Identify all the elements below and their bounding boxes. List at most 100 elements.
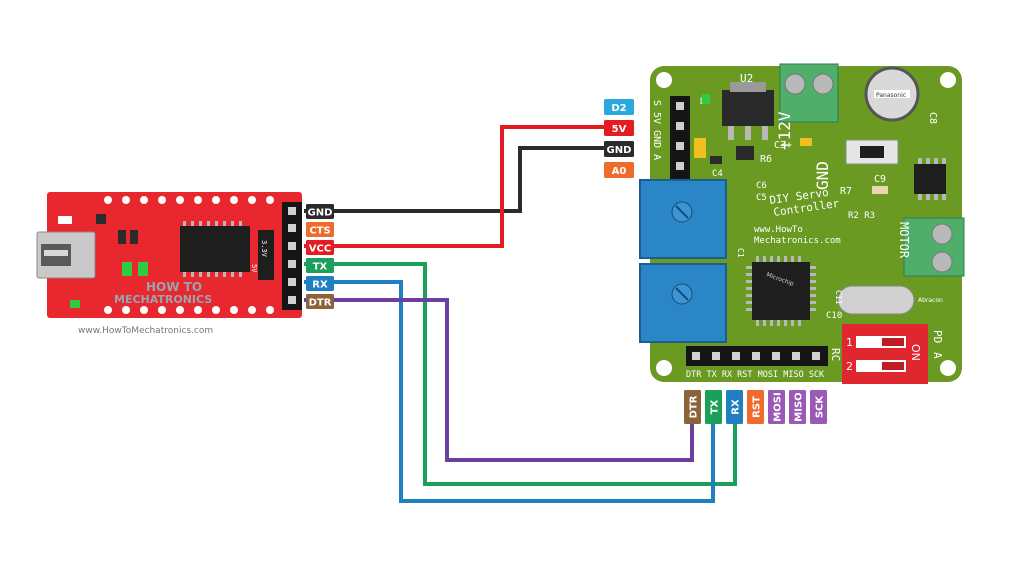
pot-knob-slot xyxy=(675,287,689,301)
bottom-pin-label-miso: MISO xyxy=(789,390,806,424)
bottom-pin-label-rx-bg xyxy=(726,390,743,424)
power-pin-label-d2: D2 xyxy=(604,99,634,115)
rc-label: RC xyxy=(829,348,842,361)
ftdi-pin-labels: GND CTS VCC TX RX DTR xyxy=(306,204,334,309)
usb-connector-tongue xyxy=(44,250,68,256)
ftdi-pin-label-tx-text: TX xyxy=(313,262,328,273)
ftdi-pcb xyxy=(47,192,302,318)
led-d1 xyxy=(702,94,710,104)
screw xyxy=(812,73,834,95)
screw xyxy=(931,251,953,273)
plus-12v-label: +12V xyxy=(775,111,794,150)
power-pin-label-d2-bg xyxy=(604,99,634,115)
voltage-jumper xyxy=(258,230,274,280)
ftdi-bottom-holes xyxy=(104,306,274,314)
wire-dtr xyxy=(304,298,694,462)
programming-header-silk: DTR TX RX RST MOSI MISO SCK xyxy=(686,370,825,380)
microcontroller-pins xyxy=(746,256,816,326)
board-url-line1: www.HowTo xyxy=(754,225,803,235)
power-pin-label-5v-bg xyxy=(604,120,634,136)
smd-part xyxy=(96,214,106,224)
bottom-pin-label-sck: SCK xyxy=(810,390,827,424)
c4-label: C4 xyxy=(712,169,723,179)
c11-label: C11 xyxy=(834,290,843,305)
ftdi-pin-label-vcc: VCC xyxy=(306,240,334,255)
ftdi-pin-label-rx: RX xyxy=(306,276,334,291)
dip-switch-toggle-2[interactable] xyxy=(882,362,904,370)
power-pin-label-a0-bg xyxy=(604,162,634,178)
screw xyxy=(931,223,953,245)
ftdi-chip-pins xyxy=(183,221,242,277)
c1-label: C1 xyxy=(736,248,745,258)
capacitor-small xyxy=(800,138,812,146)
ftdi-pin-label-tx-bg xyxy=(306,258,334,273)
smd-part xyxy=(118,230,126,244)
mounting-hole xyxy=(656,360,672,376)
ftdi-pin-label-gnd: GND xyxy=(306,204,334,219)
bottom-pin-label-miso-text: MISO xyxy=(794,392,805,421)
pushbutton-cap xyxy=(860,146,884,158)
regulator-lead xyxy=(745,126,751,140)
smd-part xyxy=(736,146,754,160)
c8-label: C8 xyxy=(927,112,938,124)
ftdi-pin-label-cts-text: CTS xyxy=(309,226,330,237)
bottom-pin-label-dtr: DTR xyxy=(684,390,701,424)
power-pin-label-a0-text: A0 xyxy=(612,166,627,177)
servo-controller-board: S 5V GND A U2 D1 C4 R6 C3+ +12V GND Pana… xyxy=(639,63,965,384)
bottom-pin-label-mosi-bg xyxy=(768,390,785,424)
c3-label: C3+ xyxy=(774,140,792,151)
dip-switch xyxy=(842,324,928,384)
regulator-lead xyxy=(728,126,734,140)
ftdi-pin-label-dtr: DTR xyxy=(306,294,334,309)
wire-rx xyxy=(304,280,715,503)
wire-gnd xyxy=(304,146,604,213)
smd-part xyxy=(872,186,888,194)
crystal-brand: Abracon xyxy=(918,297,943,304)
ftdi-pin-label-dtr-text: DTR xyxy=(309,298,332,309)
ftdi-header xyxy=(282,202,302,310)
bottom-pin-label-tx-bg xyxy=(705,390,722,424)
bottom-pin-label-sck-bg xyxy=(810,390,827,424)
power-pin-label-gnd-bg xyxy=(604,141,634,157)
bottom-pin-label-miso-bg xyxy=(789,390,806,424)
bottom-pin-label-mosi-text: MOSI xyxy=(773,392,784,421)
capacitor-brand: Panasonic xyxy=(876,92,906,99)
bottom-pin-label-mosi: MOSI xyxy=(768,390,785,424)
ftdi-pin-label-gnd-bg xyxy=(306,204,334,219)
ftdi-pin-label-vcc-bg xyxy=(306,240,334,255)
ftdi-pin-label-cts-bg xyxy=(306,222,334,237)
programming-header-pins xyxy=(692,352,820,360)
dip-switch-toggle-1[interactable] xyxy=(882,338,904,346)
u2-label: U2 xyxy=(740,72,753,85)
dip-1-label: 1 xyxy=(846,336,853,349)
led-green xyxy=(138,262,148,276)
led-green xyxy=(122,262,132,276)
r6-label: R6 xyxy=(760,154,772,165)
bottom-pin-label-tx: TX xyxy=(705,390,722,424)
regulator-tab xyxy=(730,82,766,92)
bottom-pin-label-sck-text: SCK xyxy=(815,395,826,419)
bottom-pin-label-tx-text: TX xyxy=(710,399,721,414)
power-pin-label-a0: A0 xyxy=(604,162,634,178)
c5-label: C5 xyxy=(756,193,767,203)
smd-part xyxy=(58,216,72,224)
jumper-5v-label: 5V xyxy=(250,264,258,273)
ftdi-pin-label-dtr-bg xyxy=(306,294,334,309)
wires xyxy=(304,125,737,503)
site-url-label: www.HowToMechatronics.com xyxy=(78,326,213,336)
bottom-pin-label-rx: RX xyxy=(726,390,743,424)
mounting-hole xyxy=(940,360,956,376)
power-pin-label-5v: 5V xyxy=(604,120,634,136)
ftdi-pin-label-cts: CTS xyxy=(306,222,334,237)
power-pin-label-d2-text: D2 xyxy=(611,103,626,114)
mounting-hole xyxy=(940,72,956,88)
ftdi-programmer-board: 3.3V 5V HOW TO MECHATRONICS www.HowToMec… xyxy=(36,192,302,336)
r7-label: R7 xyxy=(840,186,852,197)
ftdi-pin-label-vcc-text: VCC xyxy=(309,244,331,255)
power-header-silk: S 5V GND A xyxy=(651,100,662,160)
ftdi-pin-label-gnd-text: GND xyxy=(308,208,333,219)
board-url-line2: Mechatronics.com xyxy=(754,236,841,246)
wire-tx xyxy=(304,262,737,486)
